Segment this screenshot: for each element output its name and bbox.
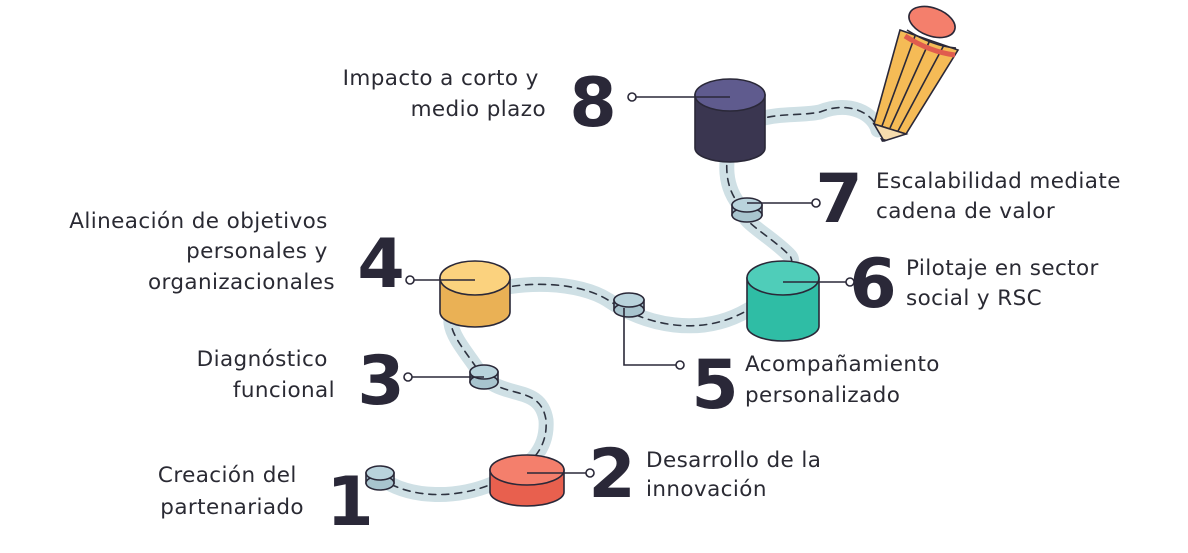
- step-8-number: 8: [569, 64, 616, 143]
- step-6-marker: [746, 260, 820, 342]
- step-7-number: 7: [815, 160, 862, 239]
- step-2-label: Desarrollo de la innovación: [646, 448, 829, 502]
- step-8-marker: [694, 78, 766, 163]
- step-8-label: Impacto a corto y medio plazo: [343, 66, 546, 122]
- leader-lines: [403, 92, 855, 478]
- step-3-label: Diagnóstico funcional: [197, 347, 335, 403]
- step-4-number: 4: [357, 225, 404, 304]
- step-5-label: Acompañamiento personalizado: [745, 352, 947, 408]
- step-3-number: 3: [357, 342, 404, 421]
- pencil-eraser: [908, 5, 956, 39]
- step-1-label: Creación del partenariado: [158, 463, 304, 520]
- step-1-marker: [365, 465, 395, 491]
- pencil-icon: [872, 5, 960, 142]
- step-5-marker: [613, 292, 645, 318]
- step-7-label: Escalabilidad mediate cadena de valor: [876, 169, 1128, 224]
- step-4-marker: [439, 260, 511, 328]
- step-2-number: 2: [588, 435, 635, 514]
- step-4-label: Alineación de objetivos personales y org…: [69, 209, 335, 295]
- pencil-body: [873, 28, 960, 135]
- step-6-number: 6: [849, 245, 896, 324]
- step-3-marker: [469, 364, 499, 390]
- step-6-label: Pilotaje en sector social y RSC: [906, 256, 1106, 311]
- step-5-number: 5: [691, 346, 738, 425]
- step-1-number: 1: [326, 463, 373, 542]
- step-2-marker: [489, 454, 565, 507]
- step-7-marker: [731, 197, 763, 223]
- pencil-wood: [872, 122, 909, 142]
